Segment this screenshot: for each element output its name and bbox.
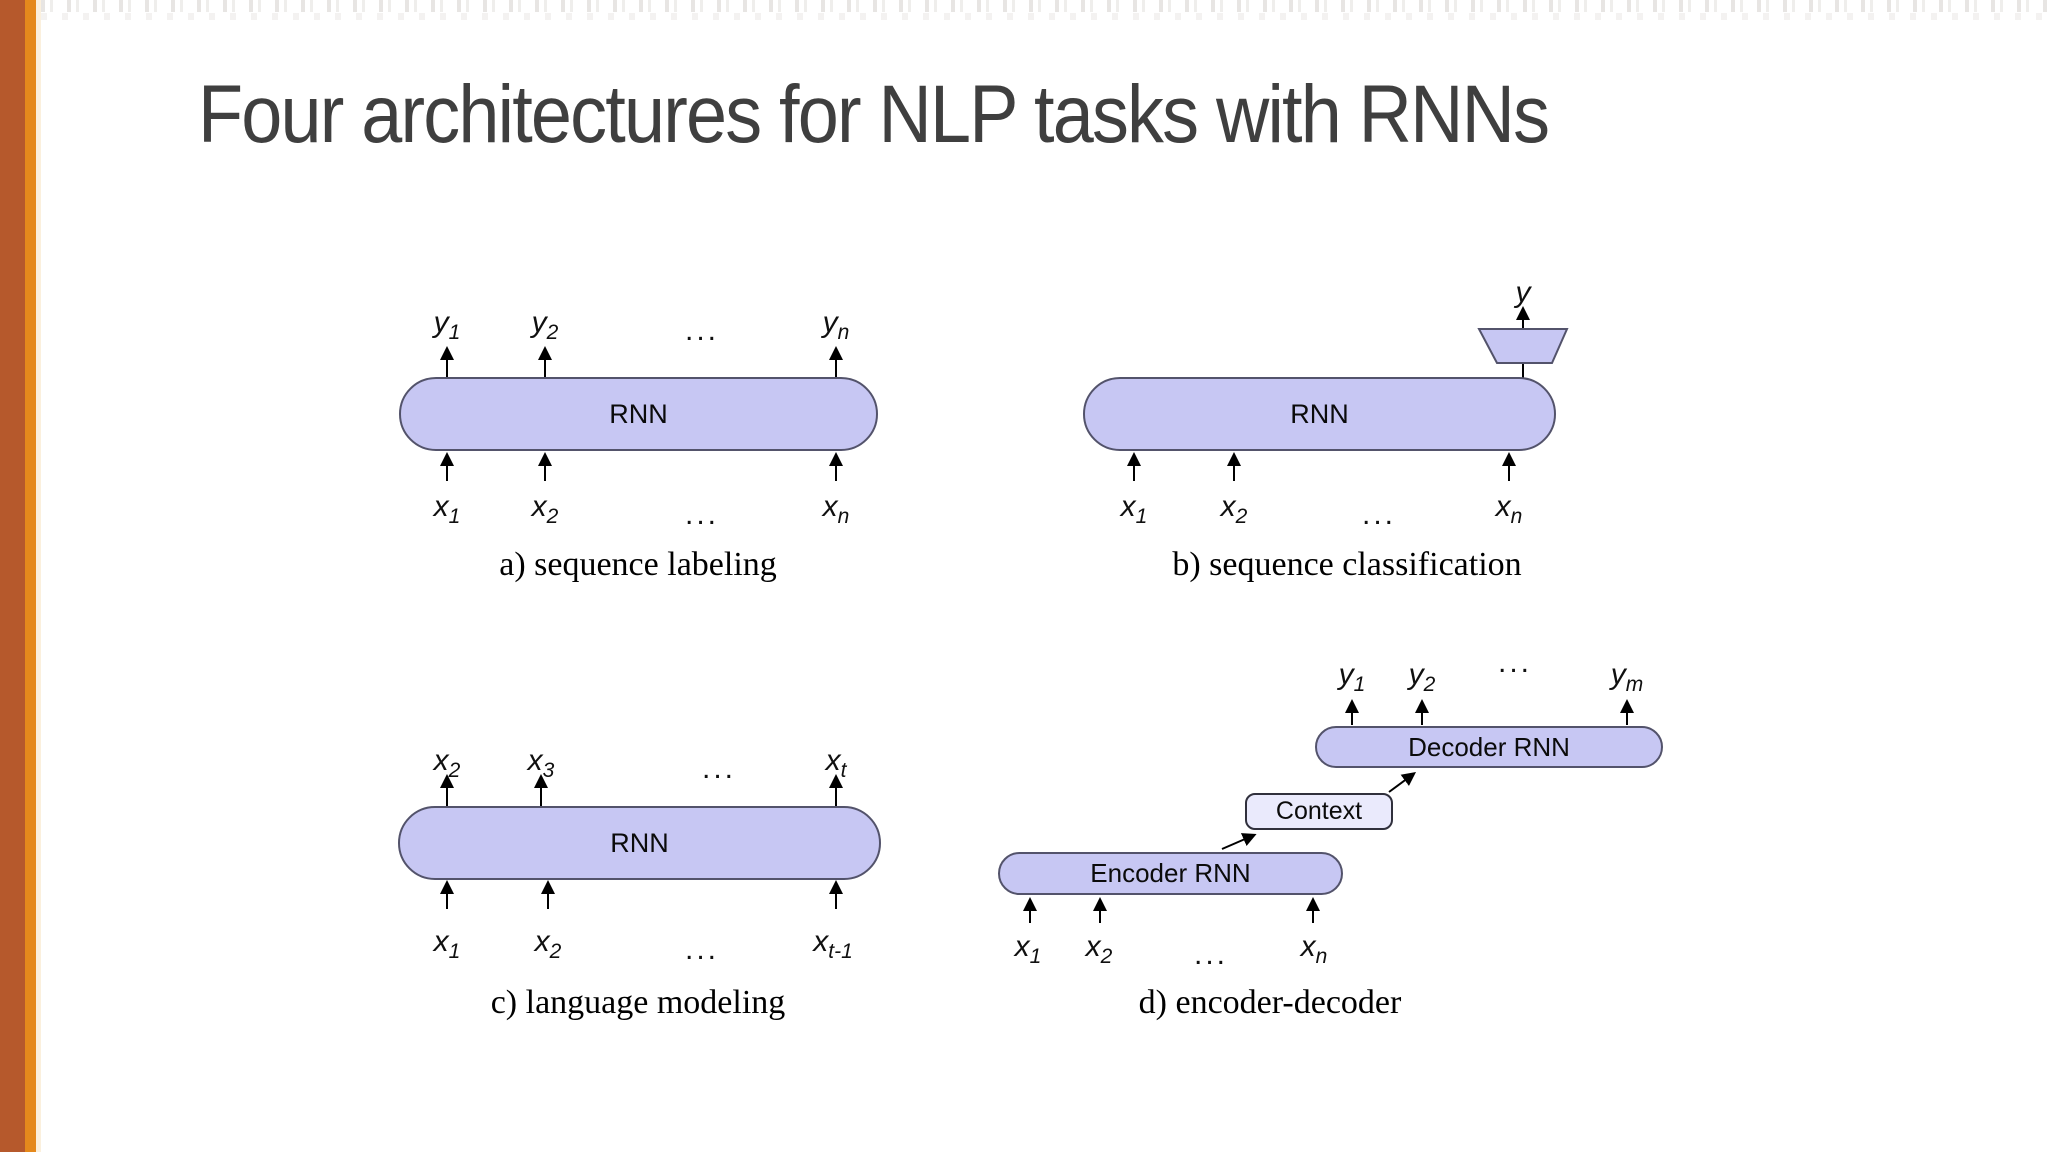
input-label: x2 [531, 490, 559, 528]
output-label: yn [822, 306, 850, 344]
rnn-node-label: RNN [1290, 398, 1349, 429]
input-label: xn [822, 490, 850, 528]
output-label: x3 [527, 744, 555, 782]
ellipsis-label: ... [1361, 498, 1397, 531]
diagram-a-arrows [440, 346, 843, 481]
context-label: Context [1275, 797, 1363, 825]
input-label: x1 [433, 490, 461, 528]
input-label: x1 [433, 925, 461, 963]
diagram-d-arrows [1023, 699, 1634, 923]
top-edge-artifact [41, 0, 2048, 12]
classifier-head-trapezoid [1477, 328, 1569, 364]
accent-bar-rust [0, 0, 25, 1152]
rnn-node: RNN [1083, 377, 1556, 451]
arrow-encoder-to-context [1221, 833, 1257, 850]
slide-title: Four architectures for NLP tasks with RN… [198, 69, 1550, 160]
context-node: Context [1245, 793, 1393, 830]
top-edge-artifact-row2 [41, 13, 2048, 20]
ellipsis-label: ... [684, 933, 720, 966]
ellipsis-label: ... [684, 314, 720, 347]
input-label: x2 [1220, 490, 1248, 528]
caption-sequence-classification: b) sequence classification [1172, 546, 1522, 583]
ellipsis-label: ... [1193, 938, 1229, 971]
output-label: y2 [1408, 658, 1436, 696]
caption-sequence-labeling: a) sequence labeling [499, 546, 777, 583]
rnn-node: RNN [398, 806, 881, 880]
ellipsis-label: ... [684, 498, 720, 531]
encoder-rnn-label: Encoder RNN [1090, 858, 1251, 888]
output-label: x2 [433, 744, 461, 782]
caption-language-modeling: c) language modeling [490, 984, 786, 1021]
output-label: xt [825, 744, 847, 782]
rnn-node-label: RNN [609, 398, 668, 429]
input-label: x2 [534, 925, 562, 963]
rnn-node-label: RNN [610, 827, 669, 858]
input-label: x1 [1120, 490, 1148, 528]
output-label: ym [1610, 658, 1644, 696]
ellipsis-label: ... [1497, 646, 1533, 679]
input-label: xt-1 [813, 925, 853, 963]
ellipsis-label: ... [701, 752, 737, 785]
diagram-b-arrows [1127, 306, 1569, 481]
caption-encoder-decoder: d) encoder-decoder [1138, 984, 1402, 1021]
input-label: xn [1300, 930, 1328, 968]
accent-bar-cream [36, 0, 41, 1152]
encoder-rnn-node: Encoder RNN [998, 852, 1343, 895]
input-label: x1 [1014, 930, 1042, 968]
rnn-node: RNN [399, 377, 878, 451]
decoder-rnn-label: Decoder RNN [1408, 731, 1570, 762]
output-label-y: y [1515, 276, 1531, 309]
output-label: y2 [531, 306, 559, 344]
decoder-rnn-node: Decoder RNN [1315, 726, 1663, 768]
accent-bar-orange [25, 0, 36, 1152]
diagram-c-arrows [440, 774, 843, 909]
arrow-context-to-decoder [1388, 772, 1417, 793]
input-label: x2 [1085, 930, 1113, 968]
output-label: y1 [1338, 658, 1366, 696]
output-label: y1 [433, 306, 461, 344]
input-label: xn [1495, 490, 1523, 528]
